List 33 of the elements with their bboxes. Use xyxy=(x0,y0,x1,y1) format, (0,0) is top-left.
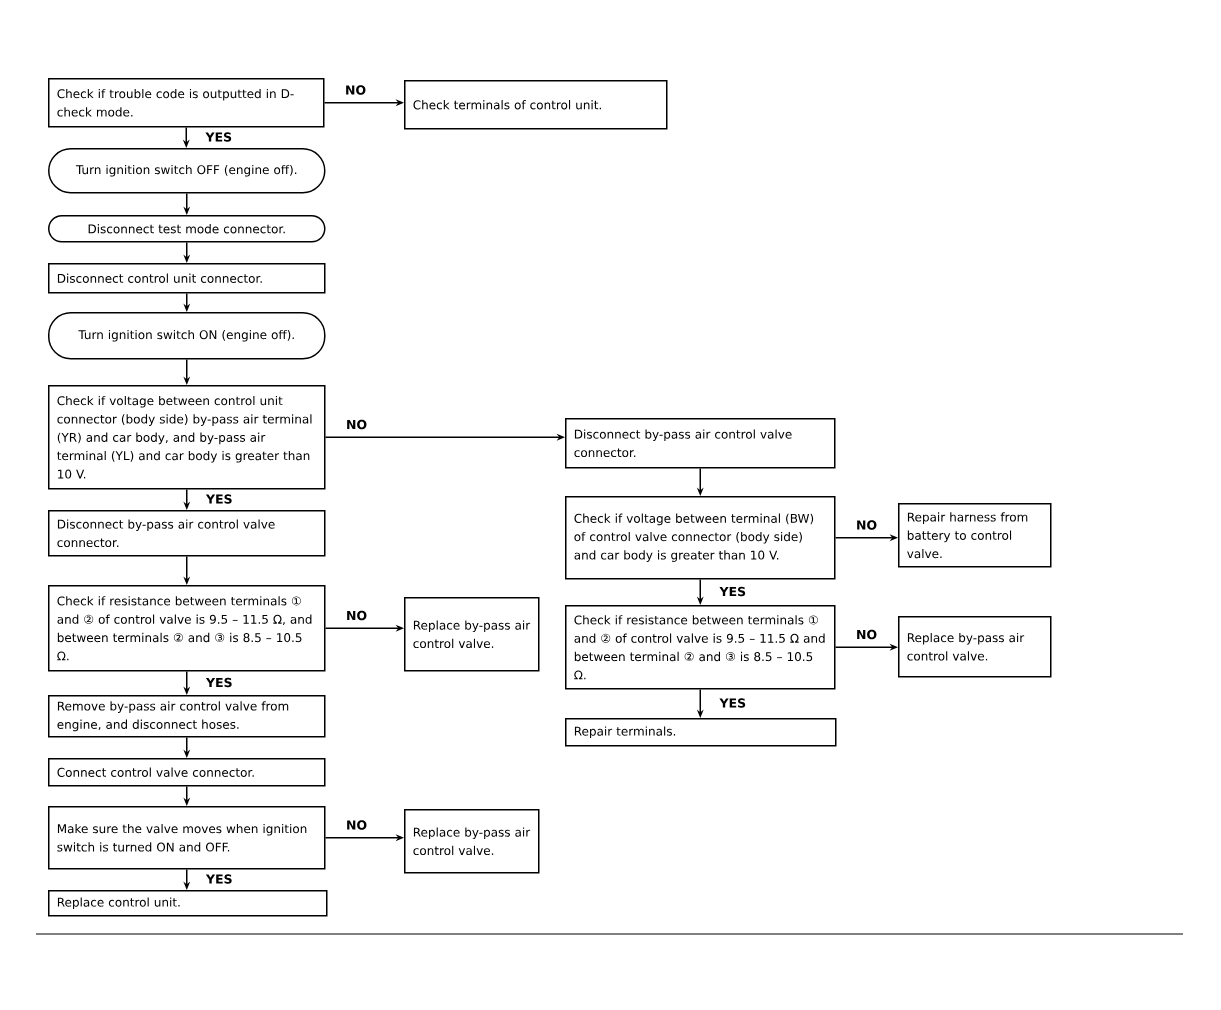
process-box: Connect control valve connector. xyxy=(48,758,326,787)
edge-label: NO xyxy=(343,83,368,97)
edge-label: YES xyxy=(204,492,235,506)
process-box: Check if resistance between terminals ① and ② of control valve is 9.5 – 11.5 Ω, and between terminals ② and ③ is 8.5 – 10.5 Ω. xyxy=(48,585,326,672)
process-box: Remove by-pass air control valve from engine, and disconnect hoses. xyxy=(48,695,326,738)
edge-label: YES xyxy=(717,696,748,710)
process-box: Repair harness from battery to control valve. xyxy=(898,503,1052,568)
edge-label: YES xyxy=(203,130,234,144)
process-box: Repair terminals. xyxy=(565,718,837,747)
edge-label: NO xyxy=(344,818,369,832)
process-box: Disconnect by-pass air control valve connector. xyxy=(48,510,326,557)
edge-label: YES xyxy=(204,872,235,886)
edge-label: NO xyxy=(344,418,369,431)
edge-label: NO xyxy=(854,518,879,532)
process-box: Disconnect by-pass air control valve connector. xyxy=(565,418,836,469)
terminal-box: Turn ignition switch ON (engine off). xyxy=(48,312,326,360)
process-box: Check if resistance between terminals ① and ② of control valve is 9.5 – 11.5 Ω and between terminal ② and ③ is 8.5 – 10.5 Ω. xyxy=(565,605,836,690)
process-box: Disconnect control unit connector. xyxy=(48,263,326,294)
edge-label: YES xyxy=(204,676,235,689)
terminal-box: Turn ignition switch OFF (engine off). xyxy=(48,148,326,194)
edge-label: NO xyxy=(854,628,879,641)
process-box: Make sure the valve moves when ignition switch is turned ON and OFF. xyxy=(48,806,326,870)
process-box: Check terminals of control unit. xyxy=(404,80,668,130)
process-box: Replace by-pass air control valve. xyxy=(404,597,540,672)
edge-label: NO xyxy=(344,609,369,622)
process-box: Replace control unit. xyxy=(48,890,328,917)
process-box: Replace by-pass air control valve. xyxy=(404,809,540,874)
process-box: Check if voltage between terminal (BW) of control valve connector (body side) and car body is greater than 10 V. xyxy=(565,496,836,580)
edge-label: YES xyxy=(717,585,748,598)
process-box: Check if trouble code is outputted in D-check mode. xyxy=(48,78,325,128)
process-box: Check if voltage between control unit connector (body side) by-pass air terminal (YR) and car body, and by-pass air terminal (YL) and car body is greater than 10 V. xyxy=(48,385,326,490)
terminal-box: Disconnect test mode connector. xyxy=(48,215,326,243)
process-box: Replace by-pass air control valve. xyxy=(898,616,1052,678)
